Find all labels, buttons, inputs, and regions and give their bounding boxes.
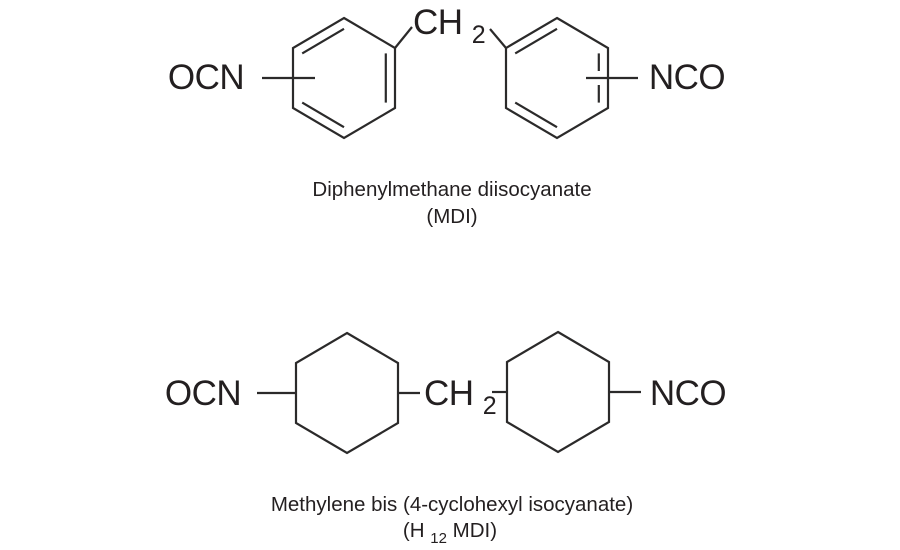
double-bond-line: [301, 101, 345, 129]
ocn-label: OCN: [165, 374, 241, 413]
ch2-label: CH 2: [413, 3, 485, 49]
cyclohexane-ring-left: [294, 331, 400, 455]
caption-title: Diphenylmethane diisocyanate: [312, 178, 591, 201]
mdi-structure: OCN NCO CH 2 Diphenylmethane diisocyanat…: [168, 3, 726, 228]
double-bond-line: [301, 27, 345, 55]
caption-abbreviation: (H 12 MDI): [403, 519, 497, 548]
ch2-main: CH: [413, 3, 463, 42]
nco-label: NCO: [649, 58, 725, 97]
caption-abbreviation: (MDI): [426, 205, 477, 228]
nco-label: NCO: [650, 374, 726, 413]
ch2-bond-right: [489, 28, 507, 49]
ch2-subscript: 2: [472, 21, 485, 49]
double-bond-line: [514, 101, 558, 129]
double-bond-line: [514, 27, 558, 55]
h12mdi-structure: OCN NCO CH 2 Methylene bis (4-cyclohexyl…: [165, 330, 727, 548]
caption-pre: (H: [403, 519, 425, 542]
caption-title: Methylene bis (4-cyclohexyl isocyanate): [271, 493, 633, 516]
ch2-subscript: 2: [483, 392, 496, 420]
ch2-main: CH: [424, 374, 474, 413]
ocn-label: OCN: [168, 58, 244, 97]
caption-subscript: 12: [430, 530, 447, 547]
cyclohexane-ring-right: [505, 330, 611, 454]
ch2-bond-left: [394, 26, 413, 49]
caption-post: MDI): [453, 519, 497, 542]
ch2-label: CH 2: [424, 374, 496, 420]
